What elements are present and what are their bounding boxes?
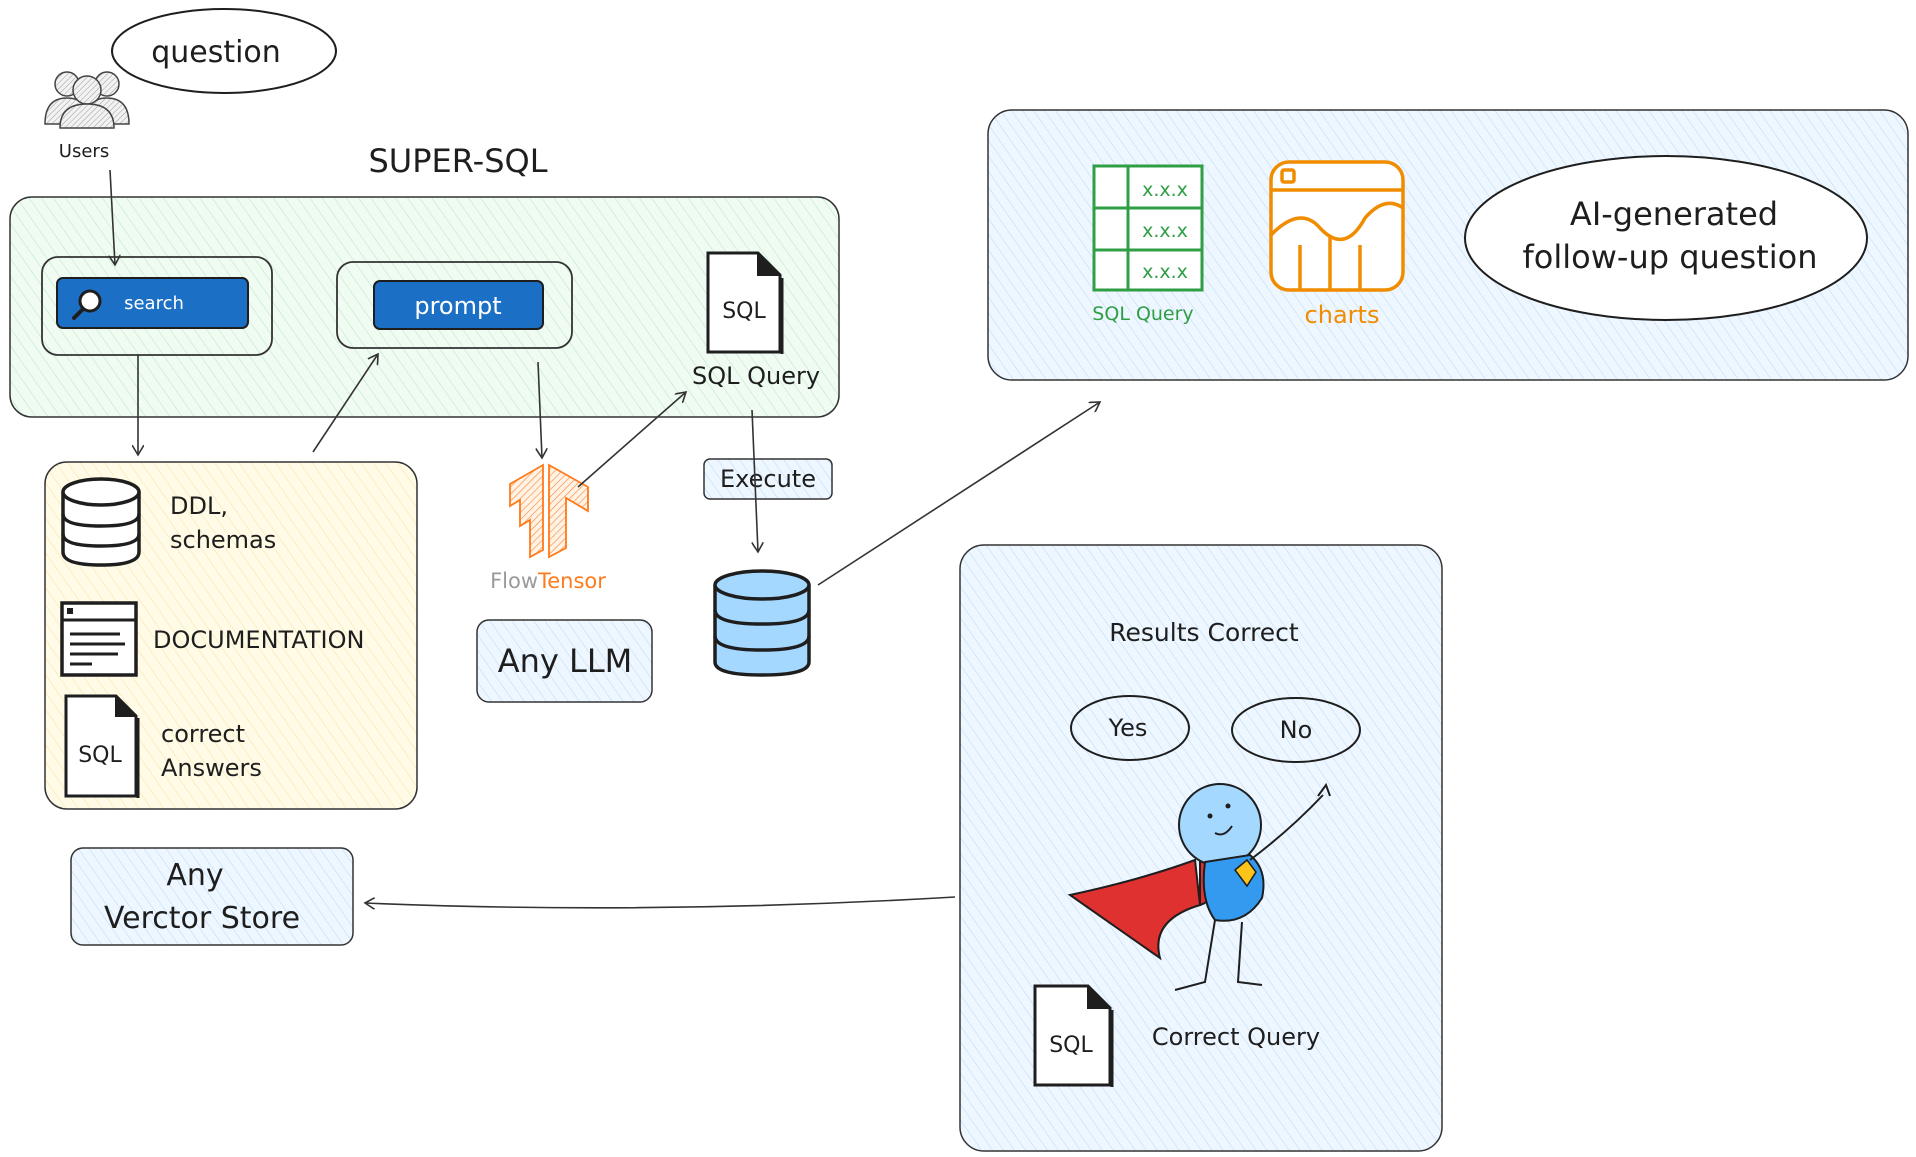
prompt-group — [336, 261, 573, 349]
users-label: Users — [59, 141, 109, 162]
ddl-label-line2: schemas — [170, 526, 276, 554]
followup-bubble — [1464, 155, 1868, 321]
correct-query-label: Correct Query — [1152, 1023, 1320, 1051]
table-cell-3: x.x.x — [1142, 261, 1188, 283]
search-label: search — [124, 293, 184, 314]
documentation-icon — [60, 601, 138, 677]
table-cell-2: x.x.x — [1142, 220, 1188, 242]
tensorflow-logo — [509, 463, 589, 559]
search-button[interactable] — [56, 277, 249, 329]
followup-line2: follow-up question — [1523, 238, 1818, 276]
sql-answer-icon — [64, 694, 140, 798]
results-correct-title: Results Correct — [1109, 618, 1299, 647]
execute-label: Execute — [720, 465, 816, 493]
prompt-button[interactable] — [373, 280, 544, 330]
no-label: No — [1280, 716, 1313, 744]
vector-store-box — [70, 847, 354, 946]
prompt-label: prompt — [414, 292, 501, 320]
arrow-db-to-output — [817, 402, 1100, 586]
search-group — [41, 256, 273, 356]
arrow-feedback-to-vectorstore — [365, 896, 956, 908]
sql-file-text: SQL — [722, 299, 766, 324]
correct-query-sql-text: SQL — [1049, 1033, 1093, 1058]
database-icon — [61, 477, 141, 567]
any-llm-label: Any LLM — [498, 642, 633, 680]
yes-label: Yes — [1108, 714, 1148, 742]
hero-head — [1178, 783, 1262, 867]
flowtensor-label: FlowTensor — [490, 569, 606, 593]
flowtensor-part1: Flow — [490, 569, 538, 593]
charts-label: charts — [1305, 301, 1380, 329]
vector-store-line1: Any — [166, 858, 223, 893]
correct-answers-line1: correct — [161, 720, 245, 748]
arrow-knowledge-to-prompt — [312, 354, 378, 453]
output-sql-query-label: SQL Query — [1092, 303, 1193, 325]
chart-icon — [1269, 160, 1405, 292]
sql-table-icon — [1092, 164, 1204, 292]
question-text: question — [151, 35, 281, 70]
arrow-users-to-search — [110, 169, 115, 265]
flowtensor-part2: Tensor — [537, 569, 606, 593]
hero-badge — [1233, 858, 1257, 888]
correct-answers-line2: Answers — [161, 754, 262, 782]
sql-file-icon — [706, 251, 784, 354]
yes-option[interactable] — [1070, 695, 1190, 761]
search-icon — [72, 289, 102, 320]
cape — [1067, 858, 1202, 961]
users-icon — [44, 71, 130, 129]
arrow-prompt-to-llm — [538, 361, 542, 458]
execute-box — [703, 458, 833, 500]
correct-query-sql-icon — [1033, 984, 1114, 1087]
flow-arrows — [110, 169, 1100, 908]
arrow-llm-to-sql — [577, 392, 686, 488]
sql-query-label: SQL Query — [692, 362, 820, 390]
ddl-label-line1: DDL, — [170, 492, 228, 520]
followup-line1: AI-generated — [1570, 195, 1778, 233]
no-option[interactable] — [1231, 697, 1361, 763]
documentation-label: DOCUMENTATION — [153, 626, 364, 654]
vector-store-line2: Verctor Store — [104, 901, 300, 936]
sql-answer-text: SQL — [78, 743, 122, 768]
database-result-icon — [713, 569, 811, 677]
superhero-illustration — [1067, 782, 1331, 991]
arrow-sql-to-db — [751, 409, 758, 552]
any-llm-box — [476, 619, 653, 703]
table-cell-1: x.x.x — [1142, 179, 1188, 201]
super-sql-title: SUPER-SQL — [368, 142, 547, 180]
question-bubble — [111, 8, 337, 94]
